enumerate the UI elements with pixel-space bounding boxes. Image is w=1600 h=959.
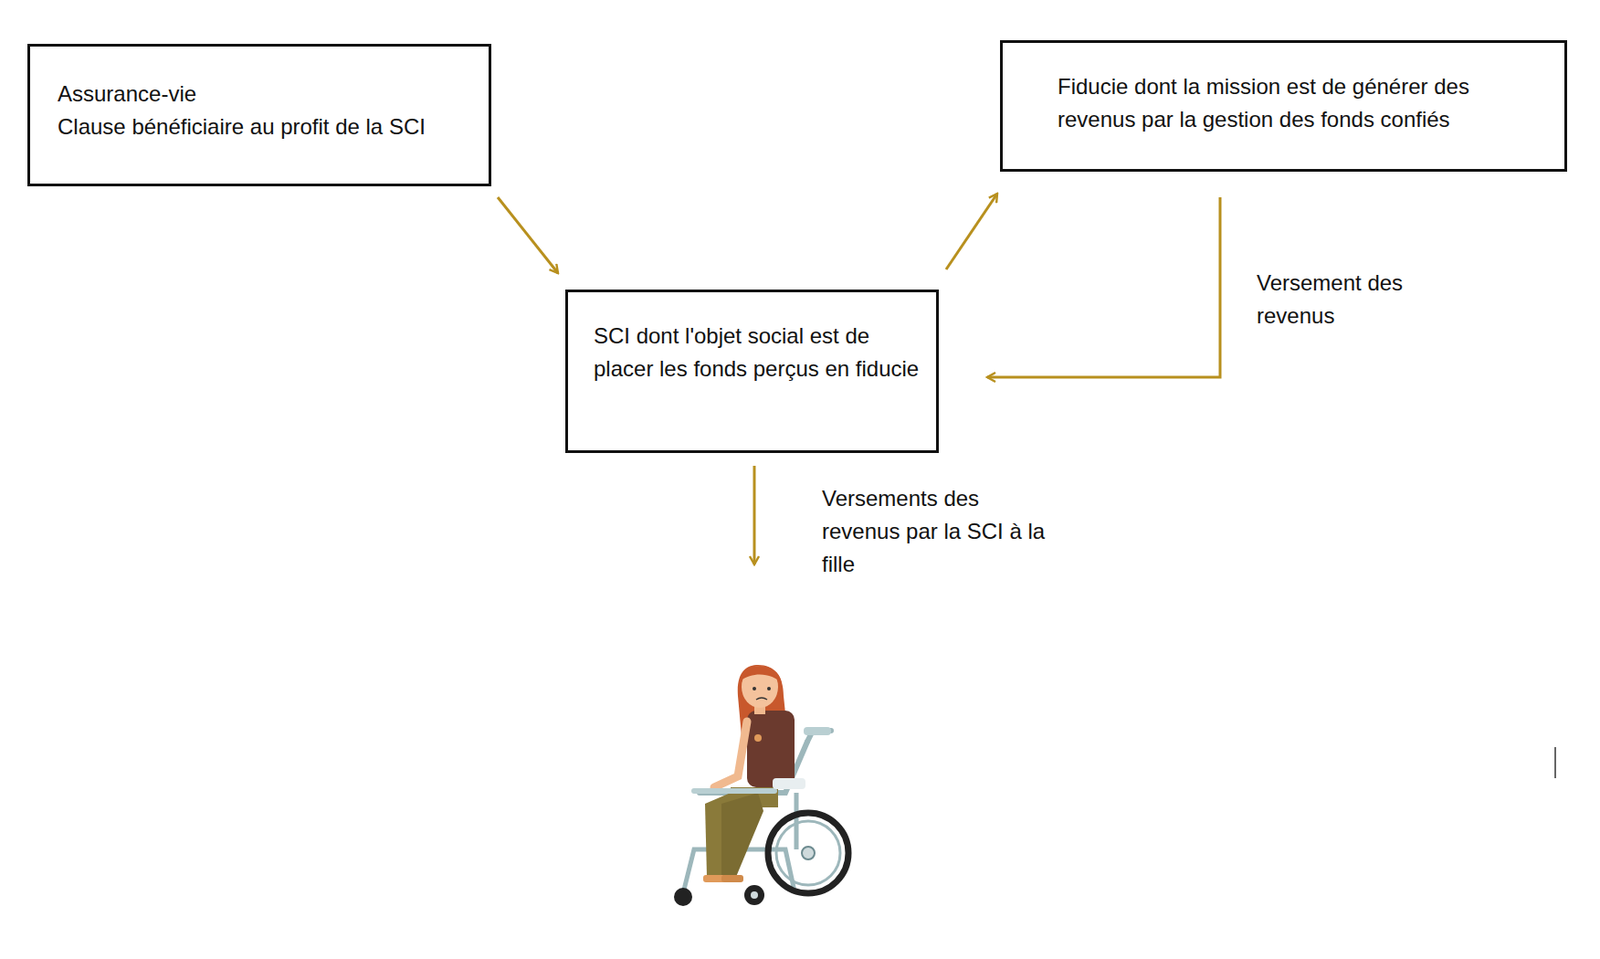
text-cursor	[1554, 747, 1557, 779]
wheelchair-girl	[673, 664, 849, 906]
box-text: Assurance-vie	[57, 77, 471, 111]
flow-arrow	[946, 193, 998, 270]
flow-arrow	[497, 197, 558, 274]
flow-note: Versements des revenus par la SCI à la f…	[821, 482, 1062, 581]
flow-arrow	[987, 197, 1221, 378]
flow-arrow	[753, 465, 757, 565]
box-text: SCI dont l'objet social est de placer le…	[593, 319, 922, 386]
insurance-box: Assurance-vieClause bénéficiaire au prof…	[27, 43, 492, 187]
edge-label: Versement des revenus	[1256, 266, 1440, 333]
trust-box: Fiducie dont la mission est de générer d…	[1000, 40, 1568, 172]
box-text: Fiducie dont la mission est de générer d…	[1057, 70, 1532, 137]
company-box: SCI dont l'objet social est de placer le…	[565, 289, 939, 453]
box-text: Clause bénéficiaire au profit de la SCI	[57, 110, 471, 144]
